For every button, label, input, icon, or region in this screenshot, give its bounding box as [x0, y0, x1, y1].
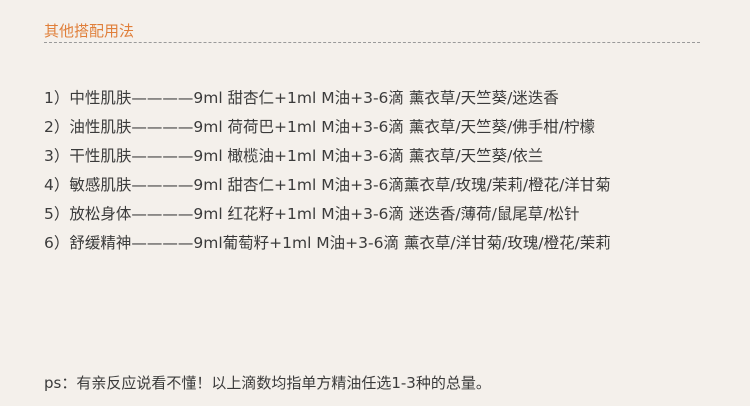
recipe-item-mind-soothe: 6）舒缓精神————9ml葡萄籽+1ml M油+3-6滴 薰衣草/洋甘菊/玫瑰/…	[44, 234, 611, 252]
recipe-item-body-relax: 5）放松身体————9ml 红花籽+1ml M油+3-6滴 迷迭香/薄荷/鼠尾草…	[44, 205, 580, 223]
section-title: 其他搭配用法	[44, 22, 135, 40]
ps-note: ps：有亲反应说看不懂！以上滴数均指单方精油任选1-3种的总量。	[44, 374, 491, 392]
title-divider	[44, 42, 700, 43]
recipe-item-dry-skin: 3）干性肌肤————9ml 橄榄油+1ml M油+3-6滴 薰衣草/天竺葵/依兰	[44, 147, 544, 165]
recipe-item-sensitive-skin: 4）敏感肌肤————9ml 甜杏仁+1ml M油+3-6滴薰衣草/玫瑰/茉莉/橙…	[44, 176, 611, 194]
recipe-item-neutral-skin: 1）中性肌肤————9ml 甜杏仁+1ml M油+3-6滴 薰衣草/天竺葵/迷迭…	[44, 89, 559, 107]
recipe-item-oily-skin: 2）油性肌肤————9ml 荷荷巴+1ml M油+3-6滴 薰衣草/天竺葵/佛手…	[44, 118, 596, 136]
recipe-list: 1）中性肌肤————9ml 甜杏仁+1ml M油+3-6滴 薰衣草/天竺葵/迷迭…	[44, 86, 611, 260]
